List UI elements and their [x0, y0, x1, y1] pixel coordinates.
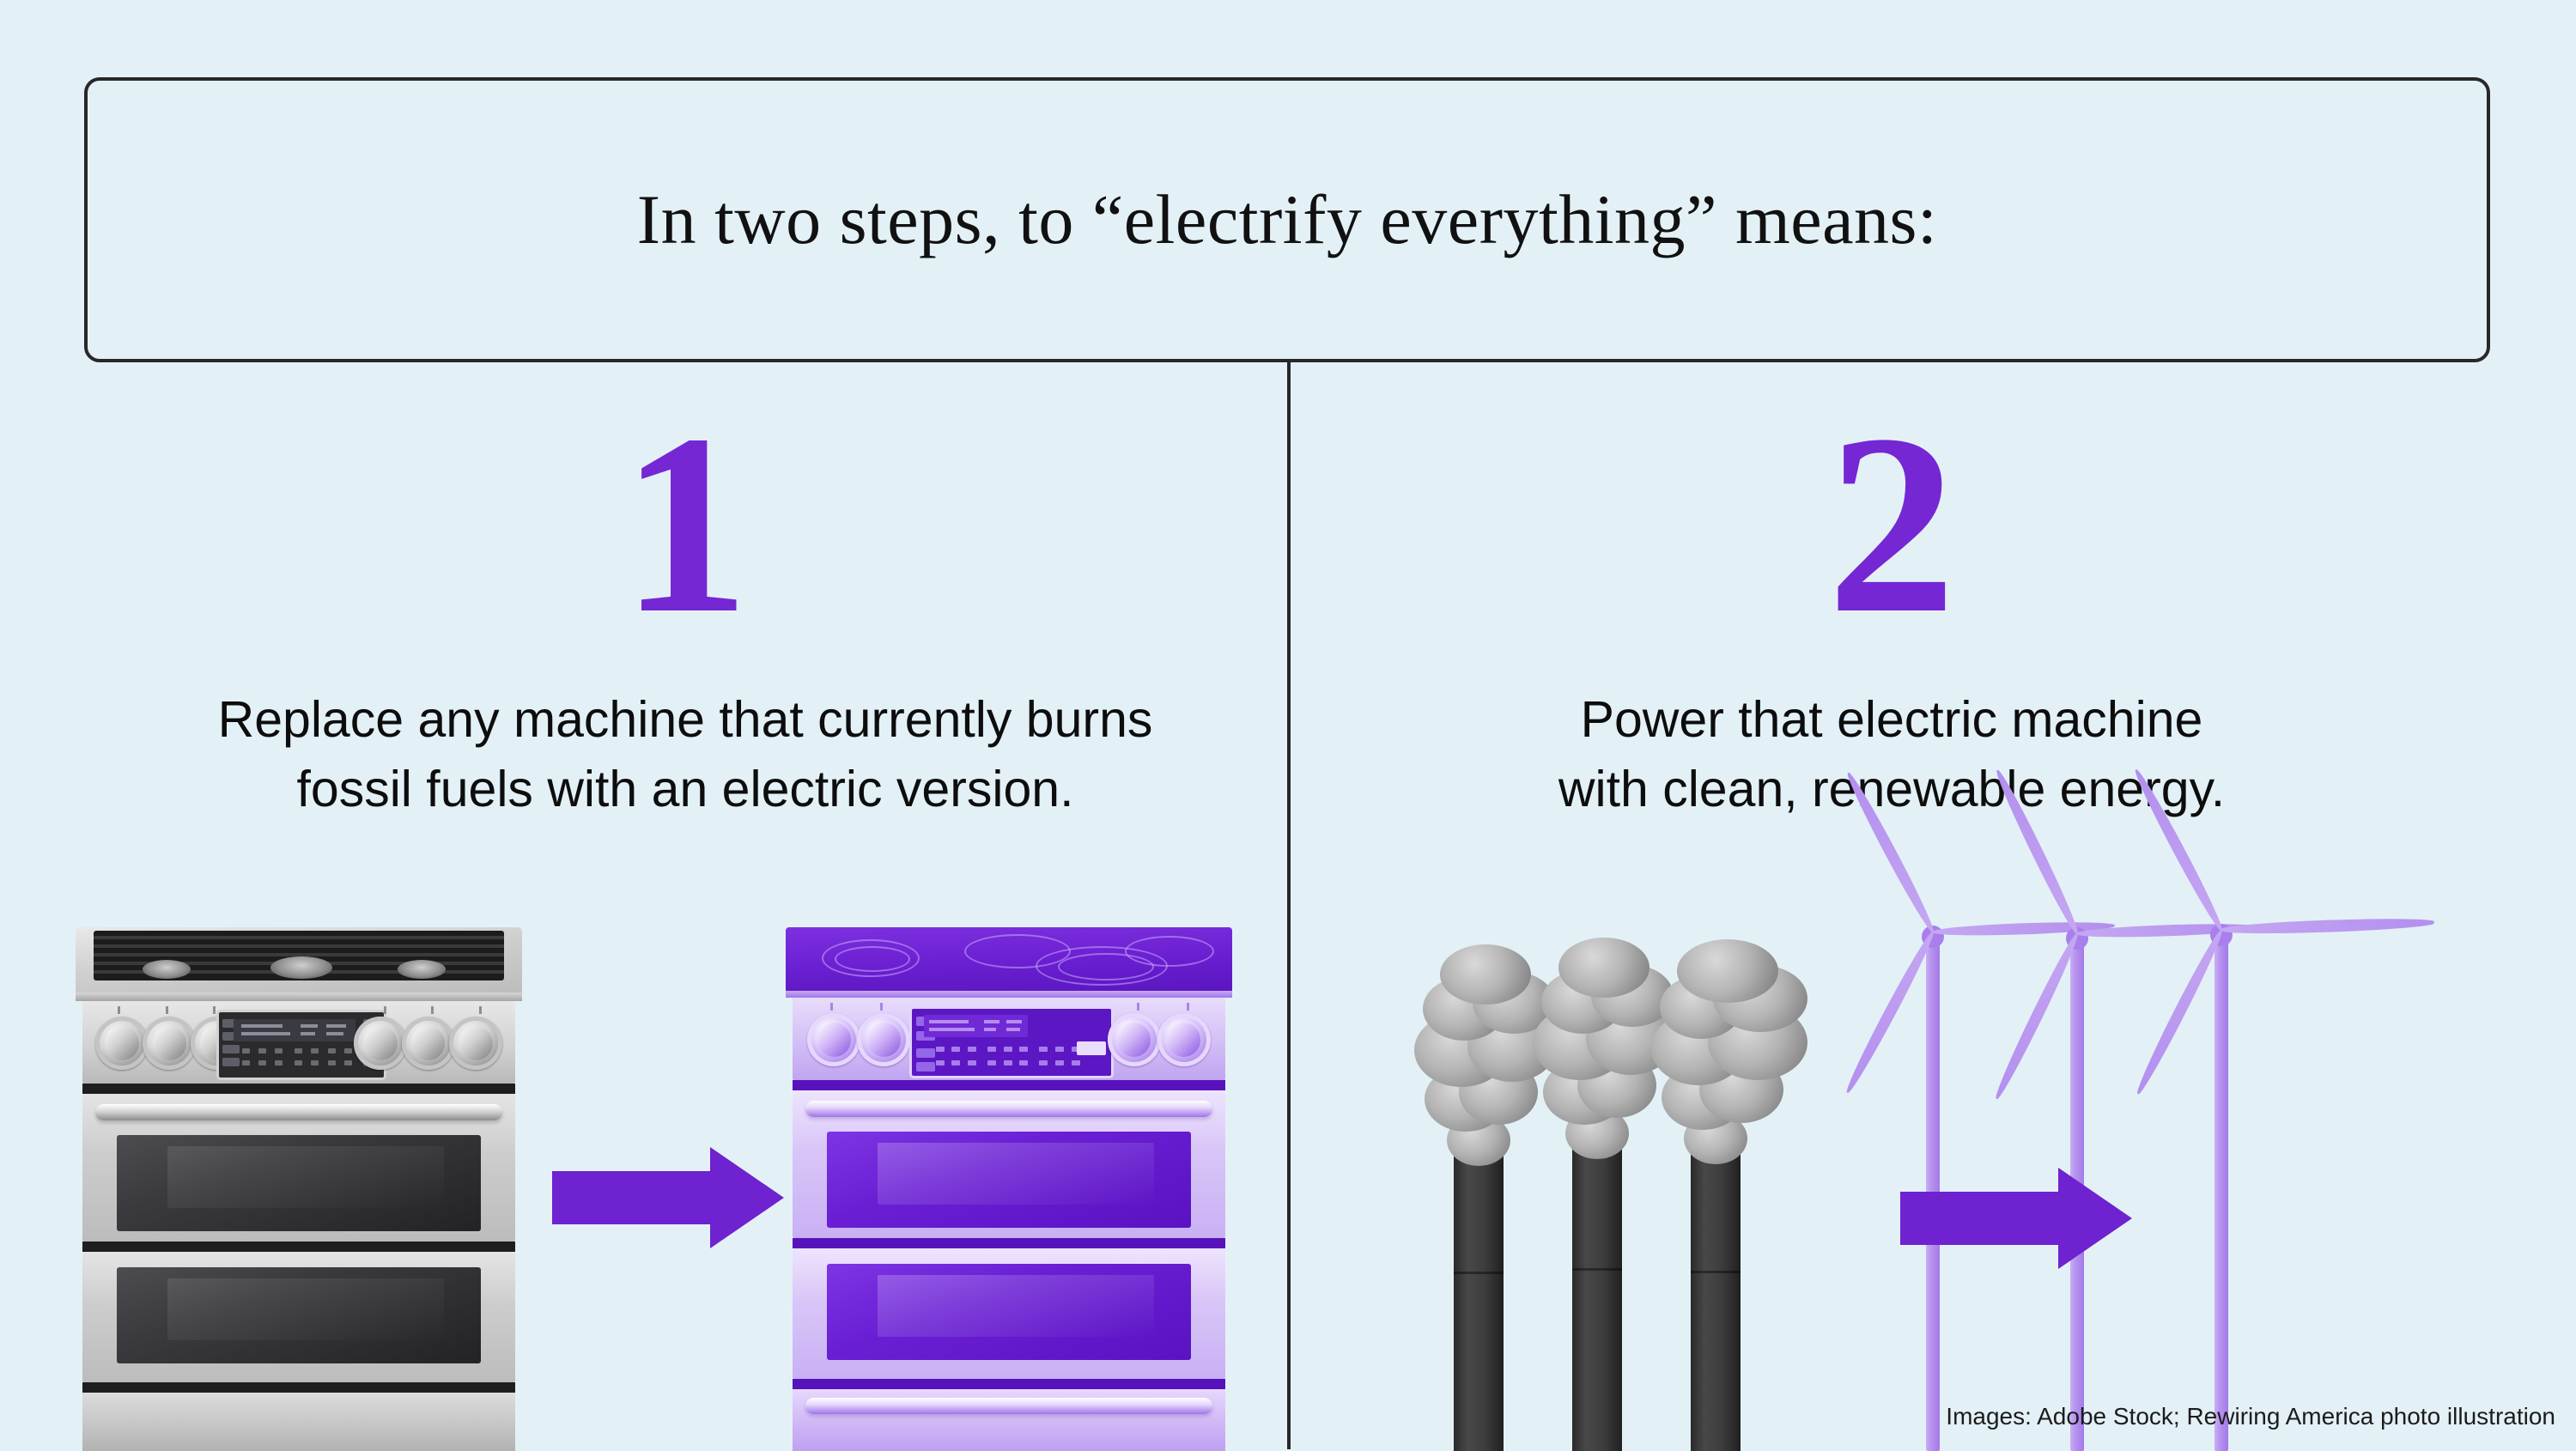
step-number-1: 1	[621, 381, 750, 666]
step-number-2: 2	[1827, 381, 1956, 666]
step-caption-2: Power that electric machine with clean, …	[1291, 685, 2493, 825]
gas-range-knob-6[interactable]	[449, 1017, 503, 1070]
electric-range-knob-1[interactable]	[807, 1013, 861, 1066]
gas-range-knob-1[interactable]	[94, 1017, 149, 1070]
electric-range-cooktop	[786, 927, 1232, 991]
panel-divider	[1287, 361, 1291, 1449]
electric-range-lower-oven-window	[827, 1264, 1191, 1360]
step-caption-2-line2: with clean, renewable energy.	[1558, 761, 2226, 818]
gas-range-lower-oven-window	[117, 1267, 481, 1363]
electric-range-upper-oven-door[interactable]	[792, 1090, 1226, 1238]
electric-range-knob-3[interactable]	[1107, 1013, 1161, 1066]
wind-turbines-icon	[1840, 767, 2493, 1451]
gas-range-storage-drawer[interactable]	[82, 1393, 516, 1451]
step-caption-1-line1: Replace any machine that currently burns	[217, 691, 1153, 748]
gas-range-icon	[76, 927, 522, 1451]
gas-range-knob-2[interactable]	[143, 1017, 197, 1070]
image-credit: Images: Adobe Stock; Rewiring America ph…	[1946, 1403, 2555, 1430]
page-title: In two steps, to “electrify everything” …	[636, 180, 1938, 258]
electric-range-display	[923, 1015, 1028, 1037]
gas-range-lower-oven-door[interactable]	[82, 1252, 516, 1382]
electric-range-storage-drawer[interactable]	[792, 1389, 1226, 1451]
step-caption-1: Replace any machine that currently burns…	[84, 685, 1286, 825]
step-2-illustration	[1291, 767, 2493, 1451]
electric-range-control-bar	[792, 998, 1226, 1080]
electric-range-lower-oven-door[interactable]	[792, 1248, 1226, 1379]
title-box: In two steps, to “electrify everything” …	[84, 77, 2490, 362]
gas-range-display	[234, 1019, 356, 1041]
right-arrow-icon	[552, 1147, 784, 1248]
electric-range-upper-oven-window	[827, 1132, 1191, 1228]
electric-range-top-trim	[786, 991, 1232, 998]
step-panel-1: 1 Replace any machine that currently bur…	[76, 378, 1286, 1451]
wind-turbine-3	[2129, 767, 2438, 1451]
electric-range-control-panel[interactable]	[908, 1006, 1114, 1078]
step-caption-1-line2: fossil fuels with an electric version.	[296, 761, 1074, 818]
gas-range-grates	[93, 931, 505, 980]
gas-range-knob-5[interactable]	[401, 1017, 455, 1070]
electric-range-knob-2[interactable]	[857, 1013, 911, 1066]
gas-range-top-trim	[76, 993, 522, 1001]
step-1-illustration	[76, 927, 1286, 1451]
smokestacks-icon	[1414, 902, 1900, 1451]
step-caption-2-line1: Power that electric machine	[1580, 691, 2203, 748]
electric-range-knob-4[interactable]	[1157, 1013, 1211, 1066]
gas-range-upper-oven-door[interactable]	[82, 1094, 516, 1242]
gas-range-control-bar	[82, 1001, 516, 1084]
gas-range-knob-4[interactable]	[354, 1017, 408, 1070]
step-panel-2: 2 Power that electric machine with clean…	[1291, 378, 2493, 1451]
electric-range-icon	[786, 927, 1232, 1451]
gas-range-upper-oven-window	[117, 1135, 481, 1231]
right-arrow-icon	[1900, 1168, 2132, 1269]
